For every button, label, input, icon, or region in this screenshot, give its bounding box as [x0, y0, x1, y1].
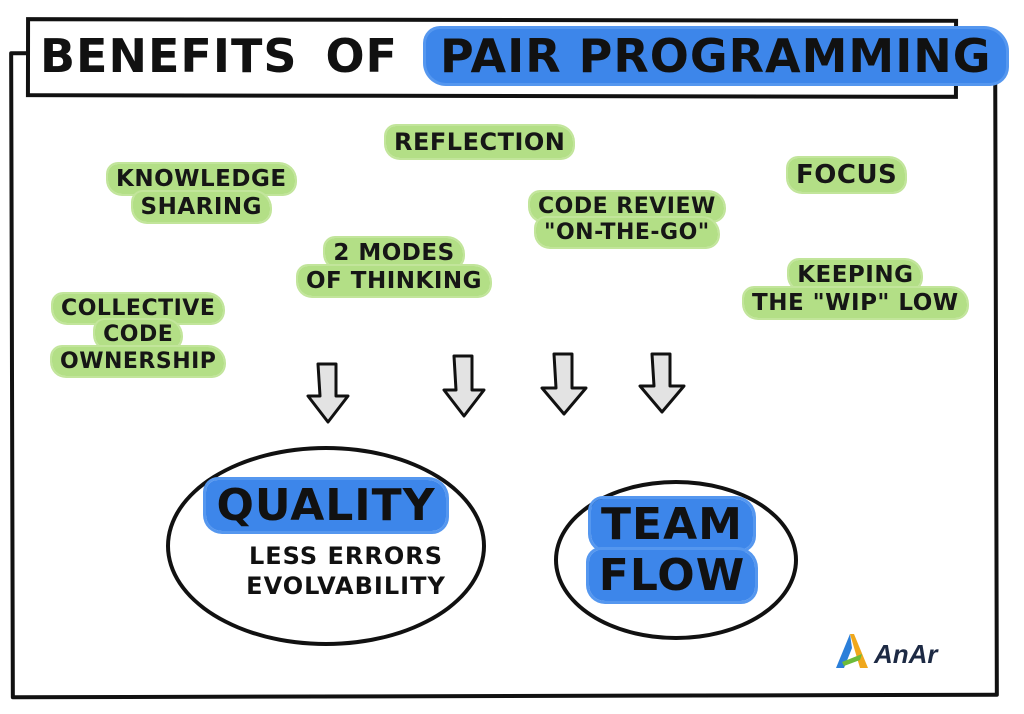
- logo-mark-icon: [836, 634, 868, 668]
- benefit-collective-ownership: Collective Code Ownership: [52, 294, 225, 376]
- benefit-code-review-line2: "On-the-go": [536, 218, 718, 248]
- title-word-of: of: [325, 29, 398, 83]
- benefit-knowledge-sharing: Knowledge Sharing: [108, 164, 295, 222]
- benefit-reflection: Reflection: [386, 126, 574, 158]
- quality-line1: Less Errors: [248, 542, 444, 570]
- down-arrow-icon: [306, 362, 350, 424]
- benefit-collective-line2: Code: [95, 320, 182, 350]
- benefit-modes-thinking: 2 Modes of Thinking: [298, 238, 491, 296]
- benefit-collective-line3: Ownership: [52, 346, 225, 376]
- title-word-benefits: Benefits: [40, 29, 298, 83]
- team-flow-line2: Flow: [588, 549, 756, 601]
- benefit-knowledge-line1: Knowledge: [108, 164, 295, 194]
- benefit-modes-line1: 2 Modes: [325, 238, 463, 268]
- logo-text: AnAr: [874, 639, 938, 669]
- title-highlight: Pair Programming: [425, 29, 1006, 83]
- down-arrow-icon: [442, 354, 486, 418]
- benefit-keeping-wip-low: Keeping the "WIP" Low: [744, 260, 967, 318]
- quality-content: Quality Less Errors Evolvability: [196, 480, 456, 601]
- down-arrow-icon: [540, 352, 588, 416]
- team-flow-line1: Team: [591, 499, 753, 550]
- quality-title: Quality: [206, 480, 446, 531]
- down-arrow-icon: [638, 352, 686, 414]
- benefit-code-review-line1: Code Review: [530, 192, 724, 221]
- benefit-knowledge-line2: Sharing: [132, 191, 271, 222]
- quality-ellipse: [166, 446, 486, 646]
- benefit-focus: Focus: [788, 158, 906, 192]
- benefit-keeping-line2: the "WIP" Low: [744, 287, 967, 318]
- page-title: Benefits of Pair Programming: [40, 26, 1006, 86]
- benefit-keeping-line1: Keeping: [789, 260, 922, 290]
- benefit-focus-label: Focus: [788, 158, 906, 192]
- quality-line2: Evolvability: [246, 572, 446, 600]
- benefit-reflection-label: Reflection: [386, 126, 574, 158]
- team-flow-content: Team Flow: [574, 499, 770, 601]
- benefit-modes-line2: of Thinking: [298, 265, 491, 296]
- benefit-code-review: Code Review "On-the-go": [530, 192, 724, 248]
- benefit-collective-line1: Collective: [53, 294, 224, 323]
- anar-logo: AnAr: [832, 632, 938, 670]
